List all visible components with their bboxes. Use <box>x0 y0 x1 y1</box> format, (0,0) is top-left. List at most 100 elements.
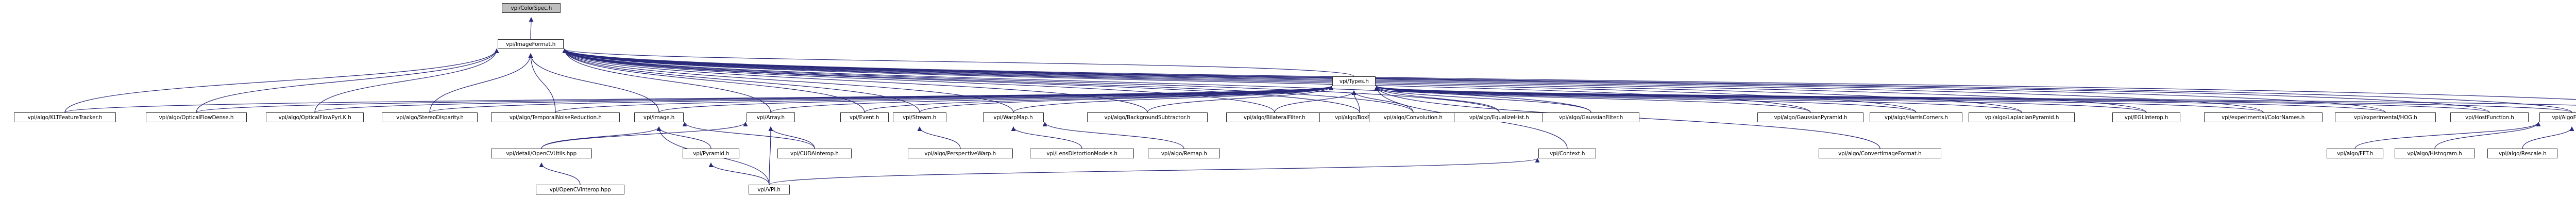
graph-edge <box>1375 86 2572 113</box>
graph-node-gaussianfilter[interactable]: vpi/algo/GaussianFilter.h <box>1543 112 1639 122</box>
graph-edge <box>562 48 2572 113</box>
graph-node-label: vpi/algo/Remap.h <box>1161 150 1207 157</box>
graph-edge <box>919 86 1334 113</box>
graph-node-label: vpi/algo/GaussianFilter.h <box>1558 114 1623 121</box>
graph-node-label: vpi/algo/Histogram.h <box>2407 150 2463 157</box>
graph-edge <box>562 48 1014 113</box>
graph-node-label: vpi/ImageFormat.h <box>505 41 556 47</box>
graph-edge <box>562 48 1917 113</box>
graph-node-imageformat[interactable]: vpi/ImageFormat.h <box>498 39 564 49</box>
graph-node-array[interactable]: vpi/Array.h <box>747 112 795 122</box>
graph-edge <box>1147 86 1334 113</box>
graph-edge <box>562 48 920 113</box>
graph-edge <box>1374 86 1500 113</box>
graph-edge <box>196 86 1333 113</box>
graph-node-colorspec[interactable]: vpi/ColorSpec.h <box>502 3 561 13</box>
graph-node-label: vpi/algo/BackgroundSubtractor.h <box>1104 114 1191 121</box>
graph-node-label: vpi/Stream.h <box>903 114 937 121</box>
graph-node-context[interactable]: vpi/Context.h <box>1538 149 1596 158</box>
graph-node-types[interactable]: vpi/Types.h <box>1332 76 1376 86</box>
graph-edge <box>555 86 1334 113</box>
graph-node-cudainterop[interactable]: vpi/CUDAInterop.h <box>777 149 852 158</box>
graph-node-opticalflowpyrlk[interactable]: vpi/algo/OpticalFlowPyrLK.h <box>266 112 364 122</box>
graph-node-vpih[interactable]: vpi/VPI.h <box>749 185 790 194</box>
graph-edge <box>656 126 711 149</box>
graph-node-pyramid[interactable]: vpi/Pyramid.h <box>683 149 739 158</box>
graph-node-label: vpi/algo/FFT.h <box>2337 150 2373 157</box>
graph-node-kltfeaturetracker[interactable]: vpi/algo/KLTFeatureTracker.h <box>14 112 116 122</box>
graph-node-hostfunction[interactable]: vpi/HostFunction.h <box>2450 112 2529 122</box>
graph-edge <box>1375 86 2576 106</box>
graph-node-event[interactable]: vpi/Event.h <box>840 112 889 122</box>
graph-edge <box>1374 86 1811 113</box>
graph-node-temporalnoisered[interactable]: vpi/algo/TemporalNoiseReduction.h <box>491 112 620 122</box>
graph-node-label: vpi/HostFunction.h <box>2465 114 2514 121</box>
graph-node-warpmap[interactable]: vpi/WarpMap.h <box>983 112 1044 122</box>
graph-node-bilateralfilter[interactable]: vpi/algo/BilateralFilter.h <box>1226 112 1323 122</box>
graph-node-colornames[interactable]: vpi/experimental/ColorNames.h <box>2204 112 2323 122</box>
graph-node-opencvinterop[interactable]: vpi/OpenCVInterop.hpp <box>536 185 624 194</box>
graph-node-rescale[interactable]: vpi/algo/Rescale.h <box>2487 149 2557 158</box>
graph-edge <box>1351 90 1414 113</box>
graph-edge <box>539 162 581 185</box>
graph-edge <box>562 48 1275 113</box>
graph-edge <box>429 53 533 113</box>
graph-node-label: vpi/algo/Convolution.h <box>1383 114 1443 121</box>
graph-edge <box>562 48 1414 113</box>
graph-node-label: vpi/algo/ConvertImageFormat.h <box>1838 150 1922 157</box>
graph-edge <box>314 48 499 113</box>
graph-edge <box>64 86 1333 113</box>
graph-node-gaussianpyramid[interactable]: vpi/algo/GaussianPyramid.h <box>1757 112 1863 122</box>
graph-edge <box>314 86 1333 113</box>
graph-node-label: vpi/algo/OpticalFlowDense.h <box>159 114 234 121</box>
graph-node-label: vpi/algo/Rescale.h <box>2498 150 2547 157</box>
graph-node-label: vpi/detail/OpenCVUtils.hpp <box>506 150 577 157</box>
graph-edge <box>1374 86 1591 113</box>
graph-edge <box>562 48 2022 113</box>
graph-edge <box>2522 126 2574 149</box>
graph-node-label: vpi/ColorSpec.h <box>511 5 552 11</box>
graph-node-label: vpi/Event.h <box>850 114 879 121</box>
graph-edge <box>1375 86 2264 113</box>
graph-edge <box>864 86 1334 113</box>
graph-node-opencvutils[interactable]: vpi/detail/OpenCVUtils.hpp <box>491 149 592 158</box>
graph-node-hog[interactable]: vpi/experimental/HOG.h <box>2335 112 2436 122</box>
graph-edge <box>1374 86 2147 113</box>
graph-node-stereodisparity[interactable]: vpi/algo/StereoDisparity.h <box>382 112 478 122</box>
graph-node-label: vpi/algo/OpticalFlowPyrLK.h <box>278 114 351 121</box>
graph-node-label: vpi/LensDistortionModels.h <box>1046 150 1117 157</box>
graph-node-eglinterop[interactable]: vpi/EGLInterop.h <box>2112 112 2180 122</box>
graph-edge <box>528 53 556 113</box>
graph-edge <box>1274 90 1357 113</box>
graph-node-label: vpi/EGLInterop.h <box>2124 114 2168 121</box>
graph-edge <box>562 48 1360 113</box>
graph-node-opticalflowdense[interactable]: vpi/algo/OpticalFlowDense.h <box>146 112 247 122</box>
graph-edge <box>770 86 1334 113</box>
graph-node-algoflags[interactable]: vpi/AlgoFlags.h <box>2539 112 2576 122</box>
graph-edge <box>196 48 499 113</box>
graph-edge <box>1042 122 1184 149</box>
graph-node-label: vpi/CUDAInterop.h <box>790 150 839 157</box>
graph-node-label: vpi/Image.h <box>643 114 675 121</box>
graph-edge <box>562 48 2490 113</box>
graph-node-equalizehist[interactable]: vpi/algo/EqualizeHist.h <box>1454 112 1545 122</box>
graph-edge <box>2434 122 2541 149</box>
graph-node-laplacianpyramid[interactable]: vpi/algo/LaplacianPyramid.h <box>1969 112 2075 122</box>
graph-edge <box>562 48 1148 113</box>
graph-node-convertimageformat[interactable]: vpi/algo/ConvertImageFormat.h <box>1819 149 1941 158</box>
graph-node-stream[interactable]: vpi/Stream.h <box>893 112 946 122</box>
graph-node-harriscorners[interactable]: vpi/algo/HarrisCorners.h <box>1870 112 1962 122</box>
graph-node-fft[interactable]: vpi/algo/FFT.h <box>2327 149 2383 158</box>
graph-node-remap[interactable]: vpi/algo/Remap.h <box>1148 149 1220 158</box>
graph-edge <box>1351 90 1360 113</box>
graph-node-label: vpi/Types.h <box>1339 78 1369 85</box>
graph-node-image[interactable]: vpi/Image.h <box>634 112 684 122</box>
graph-node-histogram[interactable]: vpi/algo/Histogram.h <box>2395 149 2475 158</box>
graph-edge <box>769 158 1540 185</box>
graph-node-convolution[interactable]: vpi/algo/Convolution.h <box>1369 112 1458 122</box>
graph-node-backgroundsubtractor[interactable]: vpi/algo/BackgroundSubtractor.h <box>1087 112 1208 122</box>
graph-node-perspectivewarp[interactable]: vpi/algo/PerspectiveWarp.h <box>908 149 1013 158</box>
graph-node-lensdistortionmodels[interactable]: vpi/LensDistortionModels.h <box>1030 149 1134 158</box>
graph-node-label: vpi/algo/EqualizeHist.h <box>1469 114 1529 121</box>
